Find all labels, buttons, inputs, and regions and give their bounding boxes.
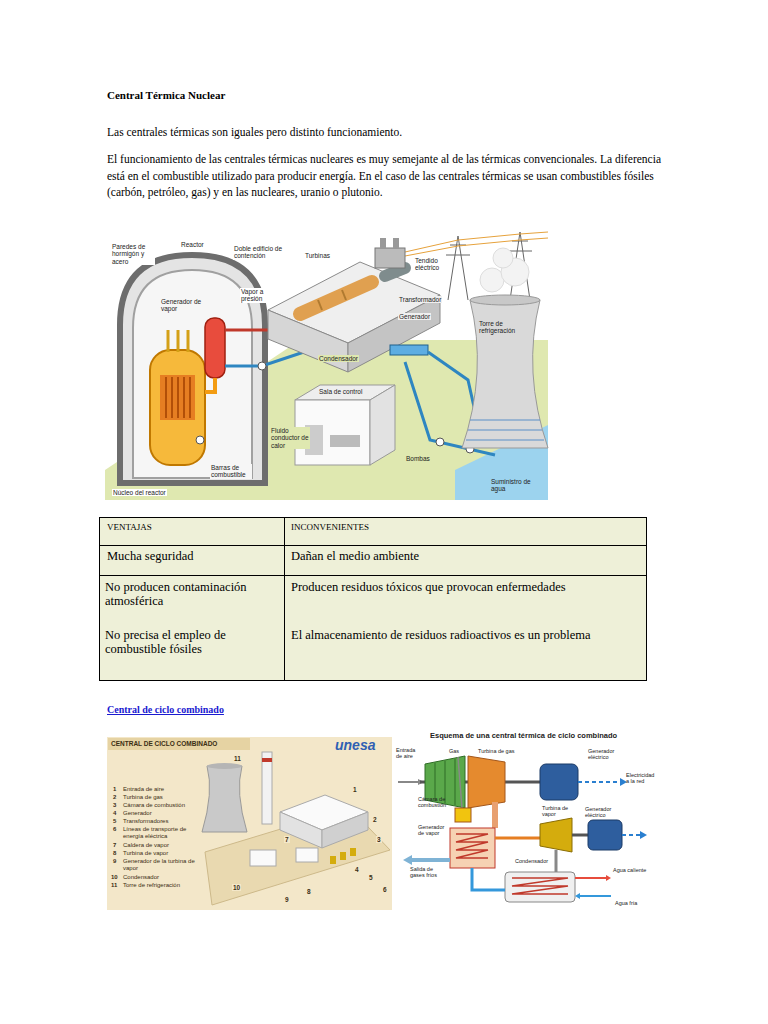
part-label: Transformador: [398, 296, 442, 303]
legend-number: 11: [111, 882, 117, 889]
callout-number: 3: [376, 836, 382, 843]
table-header: INCONVENIENTES: [291, 522, 631, 532]
part-label: Barras de combustible: [210, 464, 252, 479]
legend-number: 9: [113, 858, 116, 865]
legend-number: 6: [113, 826, 116, 833]
part-label: Paredes de hormigón y acero: [111, 243, 155, 265]
callout-number: 11: [233, 755, 242, 762]
part-label: Gas: [449, 748, 459, 754]
legend-item: Transformadores: [123, 818, 198, 825]
legend-item: Cámara de combustión: [123, 802, 198, 809]
part-label: Salida de gases fríos: [410, 866, 448, 879]
part-label: Tendido eléctrico: [414, 257, 450, 272]
legend-number: 7: [113, 842, 116, 849]
table-cell: No precisa el empleo de combustible fósi…: [105, 628, 280, 657]
legend-item: Líneas de transporte de energía eléctric…: [123, 826, 198, 840]
part-label: Turbina de gas: [478, 748, 515, 754]
callout-number: 7: [284, 836, 290, 843]
part-label: Bombas: [405, 455, 431, 462]
part-label: Entrada de aire: [396, 747, 418, 760]
table-cell: Producen residuos tóxicos que provocan e…: [291, 580, 636, 594]
part-label: Condensador: [318, 355, 359, 362]
legend-item: Caldera de vapor: [123, 842, 198, 849]
part-label: Torre de refrigeración: [478, 320, 520, 335]
legend-number: 1: [113, 786, 116, 793]
legend-item: Turbina de vapor: [123, 850, 198, 857]
part-label: Generador de vapor: [160, 298, 206, 313]
callout-number: 9: [284, 896, 290, 903]
legend-item: Generador: [123, 810, 198, 817]
legend-number: 4: [113, 810, 116, 817]
callout-number: 8: [306, 888, 312, 895]
comparison-table: [99, 517, 647, 681]
callout-number: 6: [382, 886, 388, 893]
nuclear-plant-illustration: [105, 232, 548, 500]
part-label: Cámara de combustión: [418, 796, 453, 809]
part-label: Electricidad a la red: [626, 772, 654, 785]
part-label: Agua fría: [615, 900, 637, 906]
part-label: Generador eléctrico: [588, 748, 623, 761]
legend-item: Condensador: [123, 874, 198, 881]
part-label: Doble edificio de contención: [233, 245, 285, 260]
legend-item: Entrada de aire: [123, 786, 198, 793]
part-label: Turbina de vapor: [542, 805, 570, 818]
part-label: Agua caliente: [613, 867, 646, 873]
callout-number: 10: [232, 884, 241, 891]
part-label: Vapor a presión: [240, 288, 272, 303]
figure-header: CENTRAL DE CICLO COMBINADO: [111, 740, 217, 747]
figure-title: Esquema de una central térmica de ciclo …: [430, 732, 617, 741]
part-label: Generador eléctrico: [585, 806, 620, 819]
callout-number: 5: [368, 874, 374, 881]
part-label: Condensador: [515, 858, 548, 864]
combined-cycle-illustration: [107, 737, 392, 910]
legend-number: 8: [113, 850, 116, 857]
legend-item: Generador de la turbina de vapor: [123, 858, 198, 872]
part-label: Sala de control: [318, 388, 363, 395]
part-label: Generador: [398, 313, 431, 320]
body-text: Las centrales térmicas son iguales pero …: [107, 124, 677, 141]
legend-number: 2: [113, 794, 116, 801]
legend-number: 5: [113, 818, 116, 825]
legend-item: Turbina de gas: [123, 794, 198, 801]
link-text: Central de ciclo combinado: [107, 704, 224, 716]
body-text: El funcionamiento de las centrales térmi…: [107, 151, 677, 201]
table-cell: Mucha seguridad: [107, 549, 277, 563]
callout-number: 4: [354, 866, 360, 873]
part-label: Núcleo del reactor: [112, 489, 167, 496]
logo-text: unesa: [335, 737, 375, 753]
table-header: VENTAJAS: [107, 522, 277, 532]
part-label: Turbinas: [304, 252, 331, 259]
callout-number: 1: [352, 786, 358, 793]
page-title: Central Térmica Nuclear: [107, 89, 225, 102]
part-label: Generador de vapor: [418, 824, 448, 837]
part-label: Reactor: [180, 241, 205, 248]
legend-number: 10: [111, 874, 118, 881]
callout-number: 2: [372, 816, 378, 823]
table-cell: El almacenamiento de residuos radioactiv…: [291, 628, 636, 642]
legend-number: 3: [113, 802, 116, 809]
combined-cycle-schematic: [398, 756, 647, 902]
part-label: Fluido conductor de calor: [270, 427, 310, 449]
table-cell: No producen contaminación atmosférica: [105, 580, 280, 609]
part-label: Suministro de agua: [490, 478, 532, 493]
legend-item: Torre de refrigeración: [123, 882, 198, 889]
table-cell: Dañan el medio ambiente: [291, 549, 631, 563]
